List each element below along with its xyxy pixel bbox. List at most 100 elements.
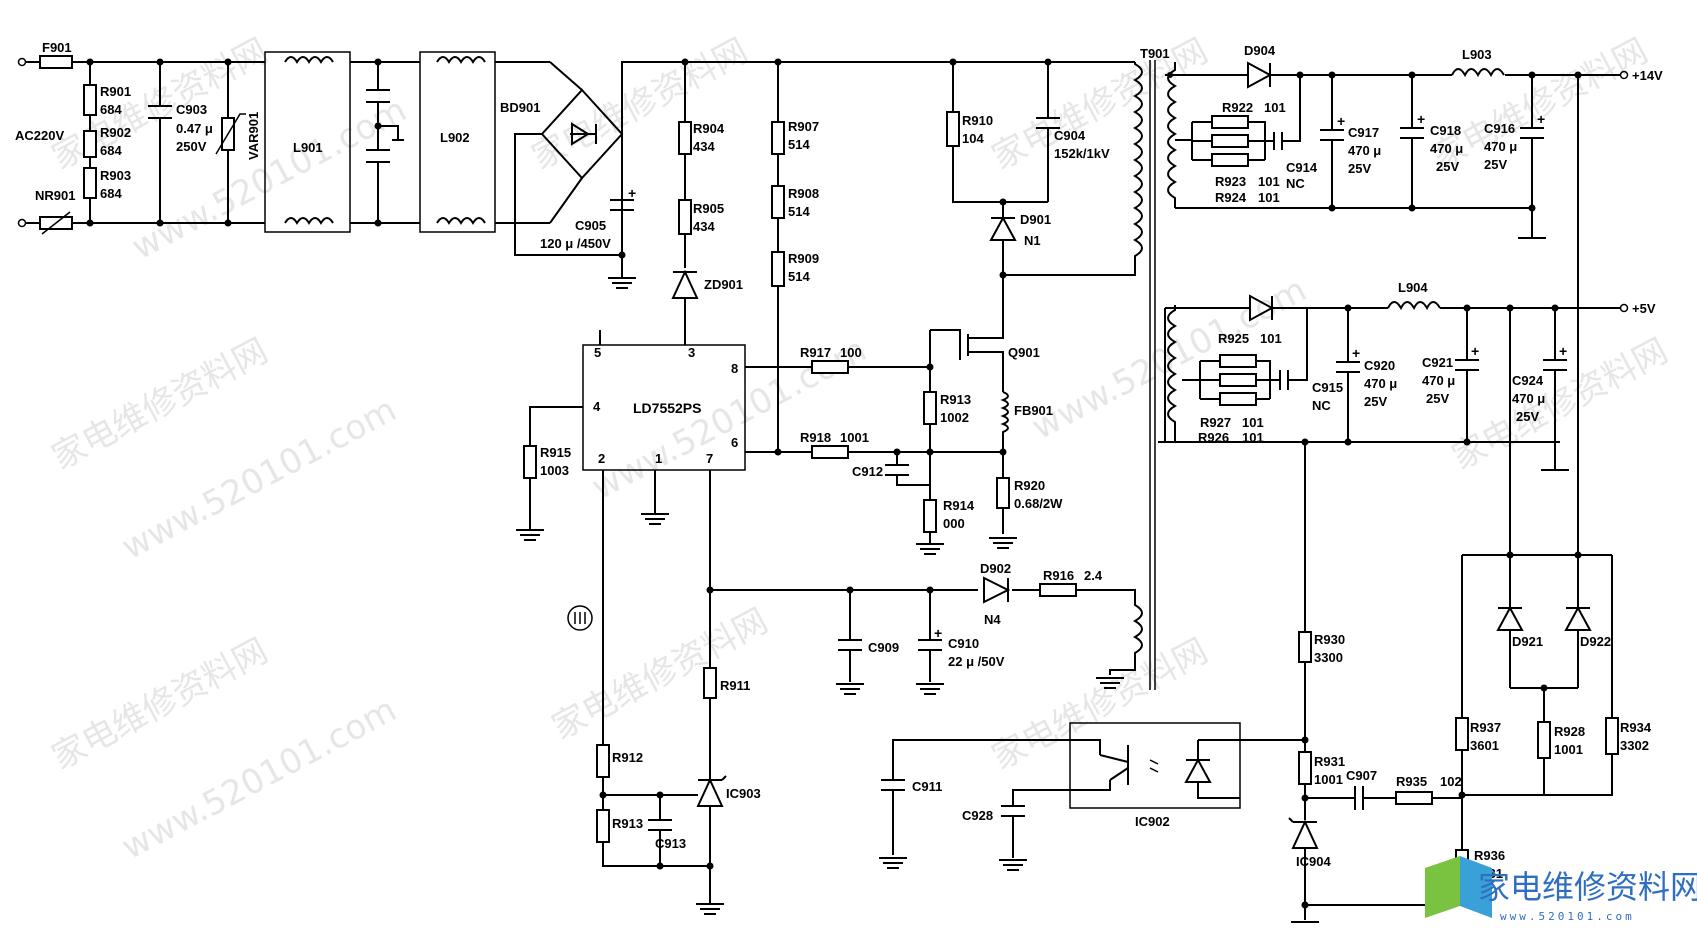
label-r907: R907: [788, 119, 819, 134]
value-c920-voltage: 25V: [1364, 394, 1387, 409]
label-r908: R908: [788, 186, 819, 201]
value-r903: 684: [100, 186, 122, 201]
label-c913: C913: [655, 836, 686, 851]
label-ic903: IC903: [726, 786, 761, 801]
value-c924: 470 μ: [1512, 391, 1545, 406]
label-c904: C904: [1054, 128, 1086, 143]
svg-text:+: +: [1559, 343, 1567, 359]
value-r916: 2.4: [1084, 568, 1103, 583]
fuse-f901: [39, 55, 73, 69]
label-r928: R928: [1554, 724, 1585, 739]
label-r930: R930: [1314, 632, 1345, 647]
label-r916: R916: [1043, 568, 1074, 583]
value-r908: 514: [788, 204, 810, 219]
label-5v: +5V: [1632, 301, 1656, 316]
label-r936: R936: [1474, 848, 1505, 863]
label-r934: R934: [1620, 720, 1652, 735]
value-c904: 152k/1kV: [1054, 146, 1110, 161]
value-c916: 470 μ: [1484, 139, 1517, 154]
value-r920: 0.68/2W: [1014, 496, 1063, 511]
label-fb901: FB901: [1014, 403, 1053, 418]
value-r923: 101: [1258, 174, 1280, 189]
label-c921: C921: [1422, 355, 1453, 370]
pin-label: 3: [688, 345, 695, 360]
watermark-text: 家电维修资料网: [45, 631, 274, 778]
value-c903-voltage: 250V: [176, 139, 207, 154]
value-c905: 120 μ /450V: [540, 236, 611, 251]
watermark-text: 家电维修资料网: [525, 31, 754, 178]
value-r931: 1001: [1314, 772, 1343, 787]
svg-text:+: +: [628, 185, 636, 201]
label-r904: R904: [693, 121, 725, 136]
label-n1: N1: [1024, 233, 1041, 248]
page-marker: [567, 605, 593, 631]
label-c909: C909: [868, 640, 899, 655]
label-c914: C914: [1286, 160, 1318, 175]
value-c917-voltage: 25V: [1348, 161, 1371, 176]
value-c921-voltage: 25V: [1426, 391, 1449, 406]
label-r925: R925: [1218, 331, 1249, 346]
label-d921: D921: [1512, 634, 1543, 649]
value-c918: 470 μ: [1430, 141, 1463, 156]
label-ic902: IC902: [1135, 814, 1170, 829]
value-r907: 514: [788, 137, 810, 152]
site-logo: 家电维修资料网 www.520101.com: [1425, 856, 1697, 923]
value-r905: 434: [693, 219, 715, 234]
label-c905: C905: [575, 218, 606, 233]
watermark-text: 家电维修资料网: [45, 331, 274, 478]
label-l904: L904: [1398, 280, 1428, 295]
controller-ic: LD7552PS 5 3 8 4 6 2 1 7 R915 1003 R917 …: [516, 275, 1143, 915]
label-nr901: NR901: [35, 188, 75, 203]
value-r926: 101: [1242, 430, 1264, 445]
label-r927: R927: [1200, 415, 1231, 430]
label-r923: R923: [1215, 174, 1246, 189]
pin-label: 8: [731, 361, 738, 376]
ic-ic902: [1069, 722, 1241, 809]
label-zd901: ZD901: [704, 277, 743, 292]
label-r922: R922: [1222, 100, 1253, 115]
label-f901: F901: [42, 40, 72, 55]
watermark: 家电维修资料网 www.520101.com 家电维修资料网 www.52010…: [45, 31, 1674, 868]
label-l901: L901: [293, 140, 323, 155]
value-r901: 684: [100, 102, 122, 117]
label-c912: C912: [852, 464, 883, 479]
value-r915: 1003: [540, 463, 569, 478]
svg-text:+: +: [1337, 113, 1345, 129]
label-r920: R920: [1014, 478, 1045, 493]
watermark-text: www.520101.com: [1025, 270, 1312, 448]
value-c917: 470 μ: [1348, 143, 1381, 158]
choke-l902: [419, 51, 496, 233]
pin-label: 4: [593, 399, 601, 414]
label-q901: Q901: [1008, 345, 1040, 360]
label-c924: C924: [1512, 373, 1544, 388]
value-r902: 684: [100, 143, 122, 158]
value-c916-voltage: 25V: [1484, 157, 1507, 172]
label-r902: R902: [100, 125, 131, 140]
svg-text:+: +: [1417, 111, 1425, 127]
label-ac220v: AC220V: [15, 128, 64, 143]
value-c910: 22 μ /50V: [948, 654, 1005, 669]
value-c914: NC: [1286, 176, 1305, 191]
label-r915: R915: [540, 445, 571, 460]
label-c917: C917: [1348, 125, 1379, 140]
label-r901: R901: [100, 84, 131, 99]
label-r909: R909: [788, 251, 819, 266]
value-r910: 104: [962, 131, 984, 146]
value-r930: 3300: [1314, 650, 1343, 665]
label-c915: C915: [1312, 380, 1343, 395]
value-c903: 0.47 μ: [176, 121, 213, 136]
label-r903: R903: [100, 168, 131, 183]
value-c920: 470 μ: [1364, 376, 1397, 391]
logo-text: 家电维修资料网: [1478, 868, 1697, 906]
value-r935: 102: [1440, 774, 1462, 789]
value-r904: 434: [693, 139, 715, 154]
svg-text:+: +: [934, 625, 942, 641]
pin-label: 2: [598, 451, 605, 466]
label-c920: C920: [1364, 358, 1395, 373]
value-r914: 000: [943, 516, 965, 531]
value-r913a: 1002: [940, 410, 969, 425]
label-r926: R926: [1198, 430, 1229, 445]
pin-label: 6: [731, 435, 738, 450]
label-r911: R911: [720, 678, 750, 693]
